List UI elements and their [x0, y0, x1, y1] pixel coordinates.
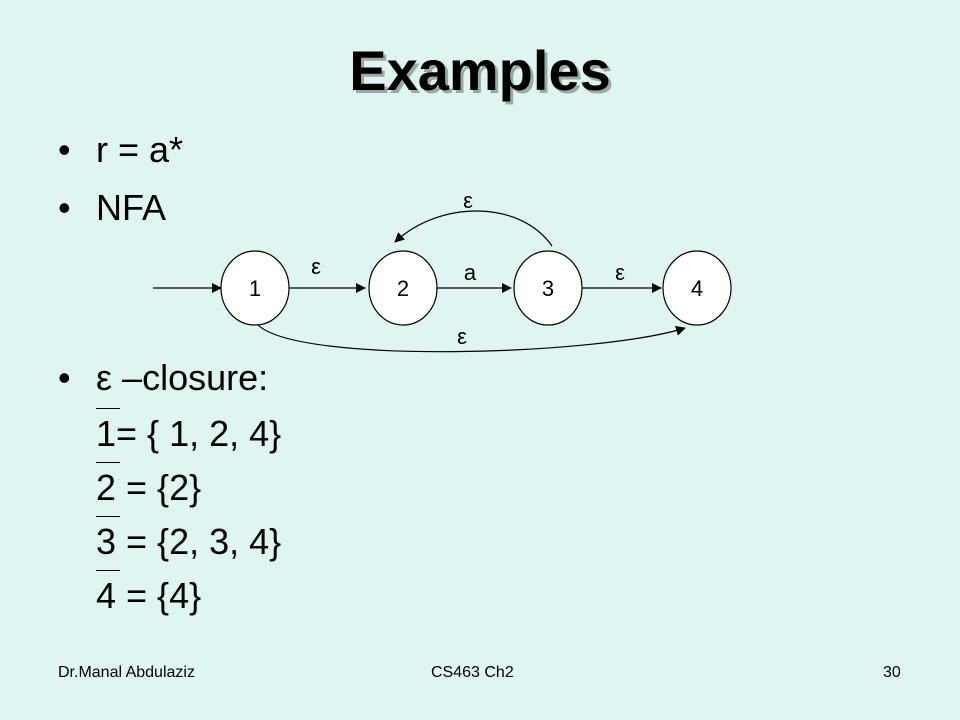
edge-3-2-label: ε — [463, 188, 473, 213]
edge-1-2-label: ε — [311, 254, 321, 279]
bullet-dot: • — [58, 187, 71, 228]
bullet-dot: • — [58, 357, 71, 398]
edge-3-2-loop — [394, 210, 553, 247]
bullet-closure-text: ε –closure: — [96, 357, 269, 398]
bullet-regex-text: r = a* — [96, 129, 184, 170]
state-4-label: 4 — [691, 276, 703, 301]
slide-title: Examples — [349, 39, 611, 102]
closure-1: 1= { 1, 2, 4} — [96, 413, 282, 454]
overline-1 — [96, 408, 120, 409]
edge-1-4-bypass — [257, 324, 686, 353]
footer-course: CS463 Ch2 — [431, 664, 514, 681]
bullet-nfa-text: NFA — [96, 187, 167, 228]
bullet-dot: • — [58, 129, 71, 170]
state-3-label: 3 — [542, 276, 554, 301]
overline-3 — [96, 516, 120, 517]
overline-2 — [96, 462, 120, 463]
state-1 — [220, 250, 290, 326]
closure-3: 3 = {2, 3, 4} — [96, 521, 282, 562]
state-4 — [662, 250, 732, 326]
bullet-closure: • ε –closure: — [58, 358, 268, 398]
bullet-regex: • r = a* — [58, 130, 183, 170]
edge-2-3-label: a — [464, 260, 477, 285]
closure-2: 2 = {2} — [96, 467, 202, 508]
edge-1-4-label: ε — [457, 324, 467, 349]
state-2 — [368, 250, 438, 326]
overline-4 — [96, 570, 120, 571]
state-3 — [513, 250, 583, 326]
state-2-label: 2 — [397, 276, 409, 301]
closure-4: 4 = {4} — [96, 575, 202, 616]
footer-page-number: 30 — [883, 664, 901, 681]
edge-3-4-label: ε — [615, 260, 625, 285]
footer-author: Dr.Manal Abdulaziz — [58, 664, 195, 681]
bullet-nfa: • NFA — [58, 188, 166, 228]
state-1-label: 1 — [249, 276, 261, 301]
